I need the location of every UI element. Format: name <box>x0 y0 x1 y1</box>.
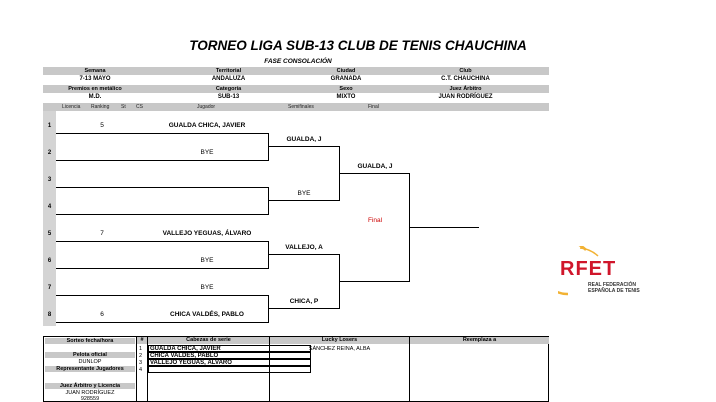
player-name: BYE <box>200 284 214 291</box>
juez-value: JUAN RODRÍGUEZ <box>65 390 115 396</box>
representante-label: Representante Jugadores <box>45 366 135 372</box>
rfet-logo: RFET REAL FEDERACIÓN ESPAÑOLA DE TENIS <box>540 240 654 300</box>
pelota-label: Pelota oficial <box>45 352 135 358</box>
juez-licencia-label: Juez Árbitro y Licencia <box>45 383 135 389</box>
label-club: Club <box>459 68 472 74</box>
final-label: Final <box>367 217 383 224</box>
draw-connector <box>268 241 269 269</box>
draw-line <box>56 241 268 242</box>
draw-line <box>56 214 268 215</box>
player-name: BYE <box>200 149 214 156</box>
logo-line-1: REAL FEDERACIÓN <box>588 282 636 288</box>
slot-number: 1 <box>47 123 52 129</box>
label-semana: Semana <box>84 68 106 74</box>
finalist-player: GUALDA, J <box>357 163 393 170</box>
seed-name <box>148 366 311 373</box>
value-ciudad: GRANADA <box>330 76 362 82</box>
seed-name: VALLEJO YEGUAS, ÁLVARO <box>148 359 311 366</box>
col-semifinales: Semifinales <box>288 104 314 110</box>
label-juez: Juez Árbitro <box>449 86 482 92</box>
draw-number-stripe <box>43 111 56 326</box>
label-categoria: Categoría <box>215 86 242 92</box>
draw-line <box>339 173 409 174</box>
slot-number: 6 <box>47 258 52 264</box>
seed-number: 2 <box>139 353 143 359</box>
juez-licencia-value: 928559 <box>80 396 100 402</box>
seed-hash-header: # <box>137 337 147 344</box>
label-territorial: Territorial <box>215 68 242 74</box>
tournament-title: TORNEO LIGA SUB-13 CLUB DE TENIS CHAUCHI… <box>189 38 527 53</box>
sorteo-label: Sorteo fecha/hora <box>45 338 135 344</box>
seed-name: GUALDA CHICA, JAVIER <box>148 345 311 352</box>
col-ranking: Ranking <box>91 104 110 110</box>
logo-line-2: ESPAÑOLA DE TENIS <box>588 288 640 294</box>
slot-ranking: 7 <box>100 230 104 237</box>
col-final: Final <box>368 104 379 110</box>
slot-number: 2 <box>47 150 52 156</box>
label-premios: Premios en metálico <box>68 86 122 92</box>
draw-line <box>56 133 268 134</box>
column-header-strip <box>43 103 549 111</box>
player-name: GUALDA CHICA, JAVIER <box>168 122 246 129</box>
player-name: BYE <box>200 257 214 264</box>
logo-text: RFET <box>560 258 617 280</box>
semifinal-player: CHICA, P <box>289 298 319 305</box>
info-header-row-2: Premios en metálico Categoría Sexo Juez … <box>43 85 549 93</box>
reemplaza-header: Reemplaza a <box>410 337 549 344</box>
slot-number: 8 <box>47 312 52 318</box>
draw-line <box>339 281 409 282</box>
col-cs: CS <box>136 104 143 110</box>
value-categoria: SUB-13 <box>217 94 240 100</box>
player-name: CHICA VALDÉS, PABLO <box>170 311 244 318</box>
draw-line <box>56 295 268 296</box>
col-jugador: Jugador <box>197 104 216 110</box>
info-value-row-1: 7-13 MAYO ANDALUZA GRANADA C.T. CHAUCHIN… <box>43 75 549 84</box>
draw-line <box>268 308 339 309</box>
draw-line <box>268 254 339 255</box>
draw-line <box>56 160 268 161</box>
slot-number: 5 <box>47 231 52 237</box>
value-premios: M.D. <box>88 94 102 100</box>
slot-number: 4 <box>47 204 52 210</box>
semifinal-player: VALLEJO, A <box>285 244 323 251</box>
label-ciudad: Ciudad <box>336 68 356 74</box>
draw-line <box>56 322 268 323</box>
draw-area <box>43 111 549 326</box>
value-territorial: ANDALUZA <box>211 76 246 82</box>
value-semana: 7-13 MAYO <box>79 76 111 82</box>
draw-connector <box>268 187 269 215</box>
lucky-header: Lucky Losers <box>270 337 409 344</box>
slot-ranking: 5 <box>100 122 104 129</box>
value-juez: JUAN RODRÍGUEZ <box>438 94 493 100</box>
col-licencia: Licencia <box>62 104 81 110</box>
bottom-info-table: Sorteo fecha/hora Pelota oficial DUNLOP … <box>43 336 549 402</box>
label-sexo: Sexo <box>339 86 353 92</box>
value-sexo: MIXTO <box>336 94 356 100</box>
pelota-value: DUNLOP <box>78 359 102 365</box>
col-st: St <box>121 104 126 110</box>
slot-number: 7 <box>47 285 52 291</box>
draw-line <box>268 200 339 201</box>
player-name: VALLEJO YEGUAS, ÁLVARO <box>162 230 252 237</box>
seed-name: CHICA VALDÉS, PABLO <box>148 352 311 359</box>
slot-number: 3 <box>47 177 52 183</box>
draw-connector <box>268 133 269 161</box>
seed-number: 4 <box>139 367 143 373</box>
cabezas-header: Cabezas de serie <box>148 337 269 344</box>
draw-line <box>268 146 339 147</box>
info-value-row-2: M.D. SUB-13 MIXTO JUAN RODRÍGUEZ <box>43 93 549 102</box>
phase-label: FASE CONSOLACIÓN <box>264 58 332 65</box>
info-header-row-1: Semana Territorial Ciudad Club <box>43 67 549 75</box>
semifinal-player: BYE <box>297 190 311 197</box>
draw-line <box>56 187 268 188</box>
slot-ranking: 6 <box>100 311 104 318</box>
seed-number: 3 <box>139 360 143 366</box>
semifinal-player: GUALDA, J <box>286 136 322 143</box>
draw-line <box>56 268 268 269</box>
lucky-loser-value: SÁNCHEZ REINA, ALBA <box>308 346 371 352</box>
draw-line <box>409 227 479 228</box>
draw-connector <box>268 295 269 323</box>
seed-number: 1 <box>139 346 143 352</box>
value-club: C.T. CHAUCHINA <box>441 76 490 82</box>
